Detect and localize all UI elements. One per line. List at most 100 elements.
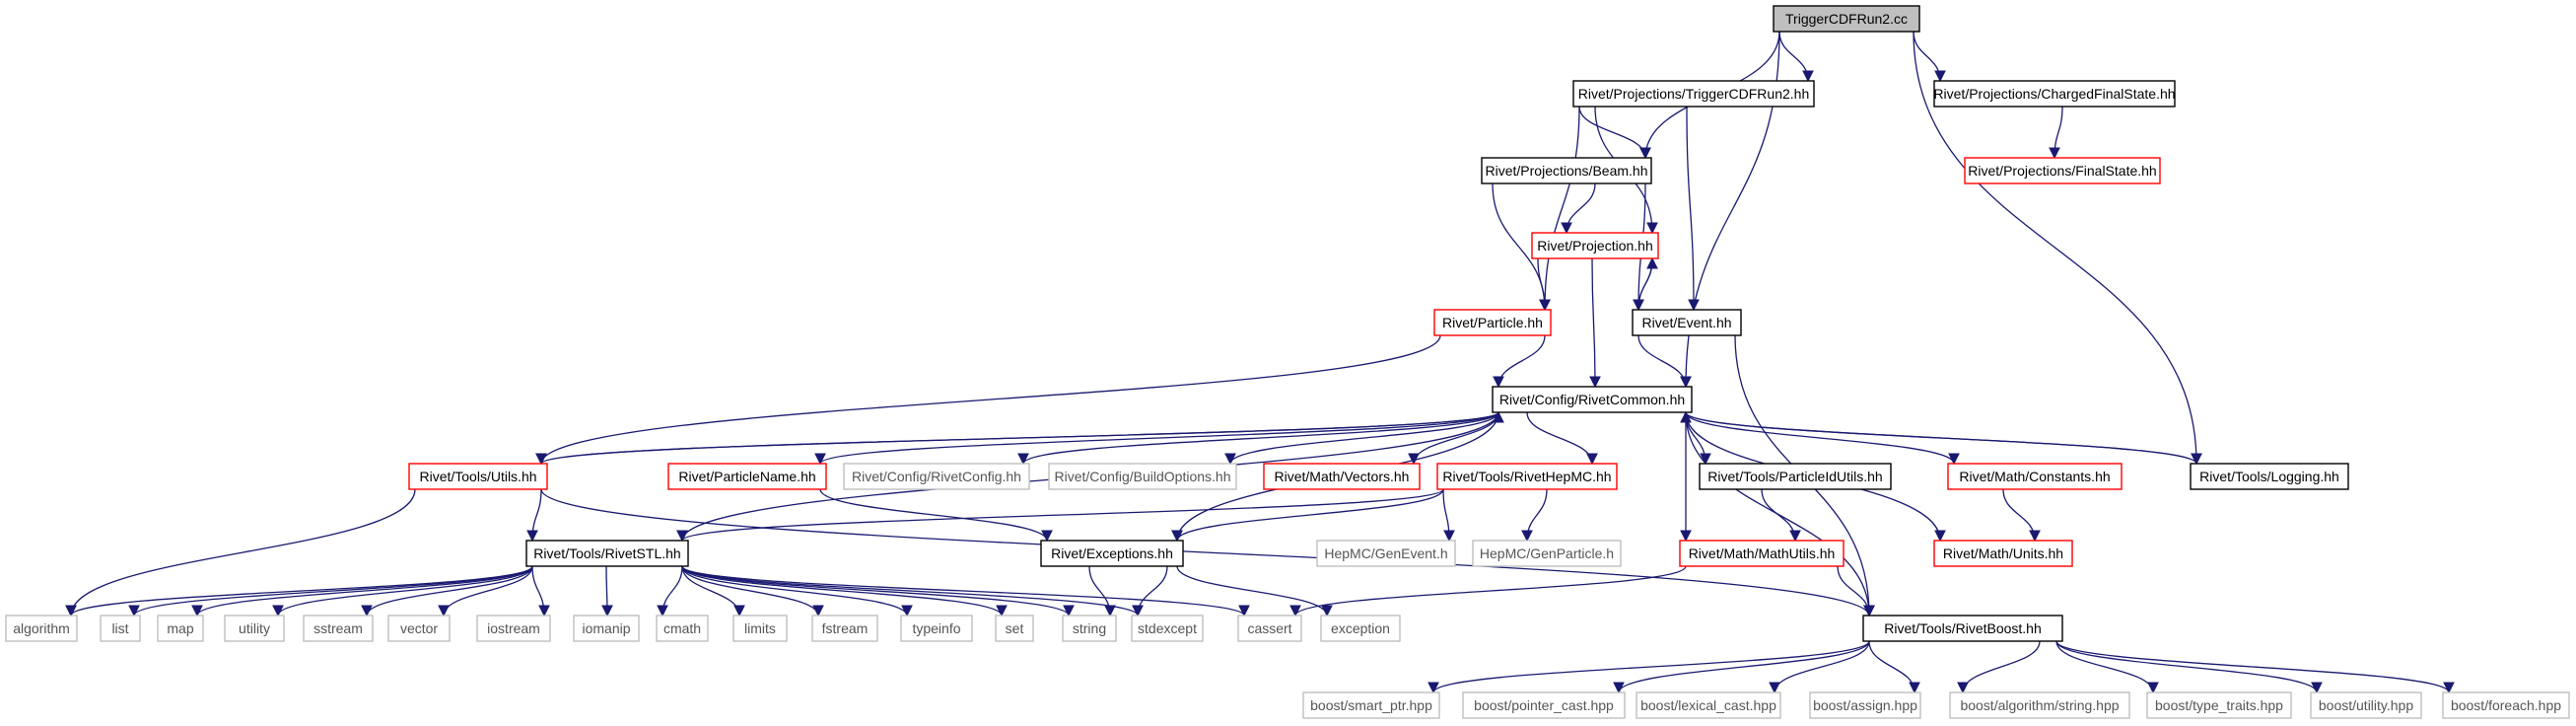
node-box xyxy=(1933,540,2073,567)
graph-node-ptrcast: boost/pointer_cast.hpp xyxy=(1462,691,1626,719)
edge-hepmc-to-stl xyxy=(676,488,1444,543)
graph-node-pidutils[interactable]: Rivet/Tools/ParticleIdUtils.hh xyxy=(1699,463,1892,490)
edge-rboost-to-lexcast xyxy=(1769,640,1870,694)
graph-node-vectors[interactable]: Rivet/Math/Vectors.hh xyxy=(1263,463,1421,490)
node-box xyxy=(1048,463,1237,490)
graph-node-logging[interactable]: Rivet/Tools/Logging.hh xyxy=(2190,463,2349,490)
graph-node-hepmc[interactable]: Rivet/Tools/RivetHepMC.hh xyxy=(1436,463,1618,490)
edge-stl-to-stdexcept xyxy=(681,565,1144,617)
edge-root-to-trig xyxy=(1778,31,1814,83)
node-label: boost/type_traits.hpp xyxy=(2155,697,2283,713)
edge-stl-to-string xyxy=(681,565,1075,617)
graph-node-cfs[interactable]: Rivet/Projections/ChargedFinalState.hh xyxy=(1933,80,2176,108)
node-box xyxy=(2310,691,2422,719)
edge-rboost-to-smartptr xyxy=(1427,640,1870,694)
node-box xyxy=(1773,5,1920,33)
node-box xyxy=(1433,309,1552,336)
graph-node-algstring: boost/algorithm/string.hpp xyxy=(1949,691,2130,719)
edge-stl-to-vector xyxy=(438,565,533,617)
node-box xyxy=(1933,80,2176,108)
graph-node-string: string xyxy=(1062,615,1117,642)
graph-node-exceptions[interactable]: Rivet/Exceptions.hh xyxy=(1040,540,1184,567)
node-label: boost/lexical_cast.hpp xyxy=(1640,697,1776,713)
edge-exceptions-to-string xyxy=(1088,565,1116,617)
node-box xyxy=(5,615,78,642)
node-box xyxy=(387,615,451,642)
edge-hepmc-to-genevent xyxy=(1442,488,1455,543)
graph-node-common[interactable]: Rivet/Config/RivetCommon.hh xyxy=(1492,386,1693,413)
edge-stl-to-list xyxy=(128,565,533,617)
node-label: algorithm xyxy=(13,620,70,636)
graph-node-stl[interactable]: Rivet/Tools/RivetSTL.hh xyxy=(525,540,689,567)
node-box xyxy=(1237,615,1302,642)
graph-node-stdexcept: stdexcept xyxy=(1131,615,1204,642)
node-label: Rivet/Tools/RivetHepMC.hh xyxy=(1442,469,1611,484)
graph-node-map: map xyxy=(157,615,204,642)
node-box xyxy=(1679,540,1845,567)
graph-node-pname[interactable]: Rivet/ParticleName.hh xyxy=(667,463,827,490)
edge-event-to-proj xyxy=(1637,256,1658,311)
graph-node-trig[interactable]: Rivet/Projections/TriggerCDFRun2.hh xyxy=(1572,80,1815,108)
edge-utils-to-stl xyxy=(526,488,542,543)
graph-node-utils[interactable]: Rivet/Tools/Utils.hh xyxy=(408,463,548,490)
node-label: Rivet/Projections/ChargedFinalState.hh xyxy=(1933,86,2175,102)
graph-node-beam[interactable]: Rivet/Projections/Beam.hh xyxy=(1481,157,1652,184)
graph-node-butility: boost/utility.hpp xyxy=(2310,691,2422,719)
node-box xyxy=(1263,463,1421,490)
graph-node-constants[interactable]: Rivet/Math/Constants.hh xyxy=(1947,463,2123,490)
graph-node-event[interactable]: Rivet/Event.hh xyxy=(1632,309,1742,336)
node-box xyxy=(476,615,551,642)
graph-node-iostream: iostream xyxy=(476,615,551,642)
node-label: Rivet/Math/Units.hh xyxy=(1943,545,2063,561)
node-label: sstream xyxy=(313,620,363,636)
node-box xyxy=(1481,157,1652,184)
edge-rboost-to-butility xyxy=(2055,640,2323,694)
node-label: boost/pointer_cast.hpp xyxy=(1474,697,1614,713)
edge-rboost-to-ptrcast xyxy=(1613,640,1870,694)
node-box xyxy=(667,463,827,490)
node-box xyxy=(1572,80,1815,108)
node-label: Rivet/Config/BuildOptions.hh xyxy=(1055,469,1231,484)
edge-rboost-to-assign xyxy=(1868,640,1920,694)
edge-exceptions-to-stdexcept xyxy=(1132,565,1168,617)
node-box xyxy=(1809,691,1921,719)
node-box xyxy=(1462,691,1626,719)
node-label: Rivet/Config/RivetConfig.hh xyxy=(852,469,1021,484)
node-label: Rivet/Math/MathUtils.hh xyxy=(1689,545,1836,561)
graph-node-typeinfo: typeinfo xyxy=(900,615,973,642)
graph-node-rboost[interactable]: Rivet/Tools/RivetBoost.hh xyxy=(1862,615,2063,642)
edge-common-to-pname xyxy=(814,411,1499,466)
edge-cfs-to-fs xyxy=(2049,106,2063,160)
edge-utils-to-common xyxy=(540,410,1504,465)
graph-node-proj[interactable]: Rivet/Projection.hh xyxy=(1531,232,1659,259)
node-label: Rivet/Projection.hh xyxy=(1537,238,1653,254)
graph-node-mathutils[interactable]: Rivet/Math/MathUtils.hh xyxy=(1679,540,1845,567)
edge-stl-to-iomanip xyxy=(601,565,613,617)
node-label: set xyxy=(1006,620,1024,636)
node-box xyxy=(1699,463,1892,490)
node-label: Rivet/Tools/Logging.hh xyxy=(2199,469,2339,484)
edge-common-to-buildopt xyxy=(1224,411,1499,466)
graph-node-fs[interactable]: Rivet/Projections/FinalState.hh xyxy=(1964,157,2161,184)
graph-node-units[interactable]: Rivet/Math/Units.hh xyxy=(1933,540,2073,567)
edge-utils-to-algorithm xyxy=(65,488,416,617)
node-label: string xyxy=(1073,620,1106,636)
node-box xyxy=(1492,386,1693,413)
graph-node-utility: utility xyxy=(224,615,285,642)
edge-hepmc-to-genparticle xyxy=(1521,488,1548,543)
edge-rboost-to-algstring xyxy=(1957,640,2041,694)
edge-stl-to-cmath xyxy=(657,565,683,617)
node-box xyxy=(1862,615,2063,642)
edge-mathutils-to-rboost xyxy=(1837,565,1875,617)
graph-node-root[interactable]: TriggerCDFRun2.cc xyxy=(1773,5,1920,33)
node-label: Rivet/Config/RivetCommon.hh xyxy=(1499,392,1685,407)
graph-node-particle[interactable]: Rivet/Particle.hh xyxy=(1433,309,1552,336)
edge-common-to-constants xyxy=(1685,411,1960,466)
edge-stl-to-limits xyxy=(681,565,745,617)
node-label: typeinfo xyxy=(912,620,960,636)
node-label: Rivet/Math/Constants.hh xyxy=(1959,469,2110,484)
edge-pidutils-to-mathutils xyxy=(1761,488,1801,543)
graph-node-rconfig: Rivet/Config/RivetConfig.hh xyxy=(843,463,1030,490)
edge-particle-to-common xyxy=(1493,334,1546,389)
